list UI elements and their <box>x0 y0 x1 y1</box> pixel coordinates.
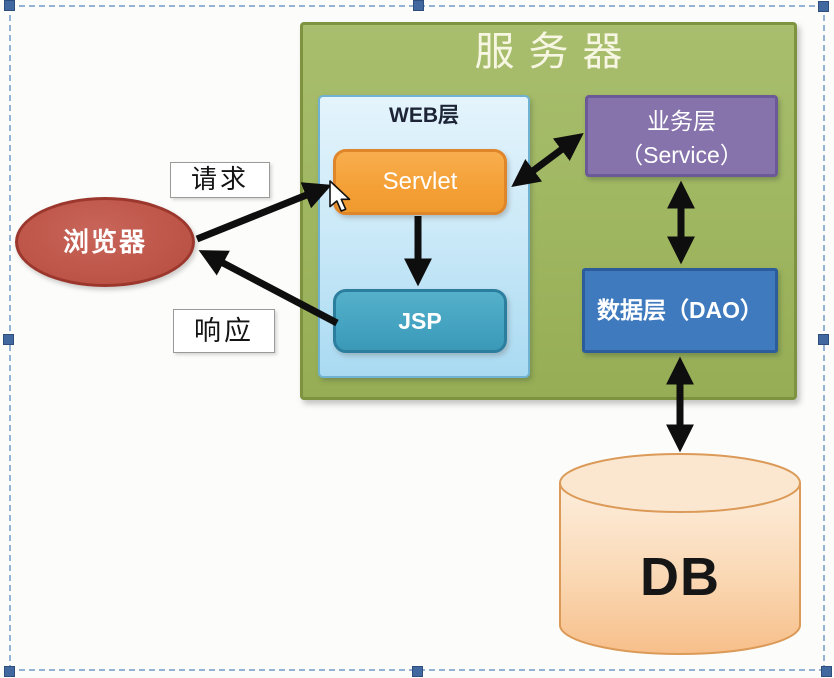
request-label: 请求 <box>170 162 270 198</box>
selection-handle-top-middle[interactable] <box>413 0 424 11</box>
selection-handle-top-right[interactable] <box>818 1 829 12</box>
service-layer-line2: （Service） <box>620 142 743 168</box>
dao-layer-node: 数据层（DAO） <box>582 268 778 353</box>
browser-ellipse: 浏览器 <box>15 197 195 287</box>
selection-handle-top-left[interactable] <box>4 0 15 11</box>
response-label: 响应 <box>173 309 275 353</box>
service-layer-node: 业务层 （Service） <box>585 95 778 177</box>
selection-handle-middle-left[interactable] <box>3 334 14 345</box>
selection-handle-bottom-middle[interactable] <box>412 666 423 677</box>
db-label: DB <box>640 547 720 607</box>
selection-handle-bottom-right[interactable] <box>821 666 832 677</box>
web-layer-title: WEB层 <box>389 104 459 127</box>
servlet-node: Servlet <box>333 149 507 215</box>
server-title: 服务器 <box>474 29 637 75</box>
jsp-node: JSP <box>333 289 507 353</box>
service-layer-line1: 业务层 <box>647 108 716 134</box>
selection-handle-bottom-left[interactable] <box>4 666 15 677</box>
selection-handle-middle-right[interactable] <box>818 334 829 345</box>
